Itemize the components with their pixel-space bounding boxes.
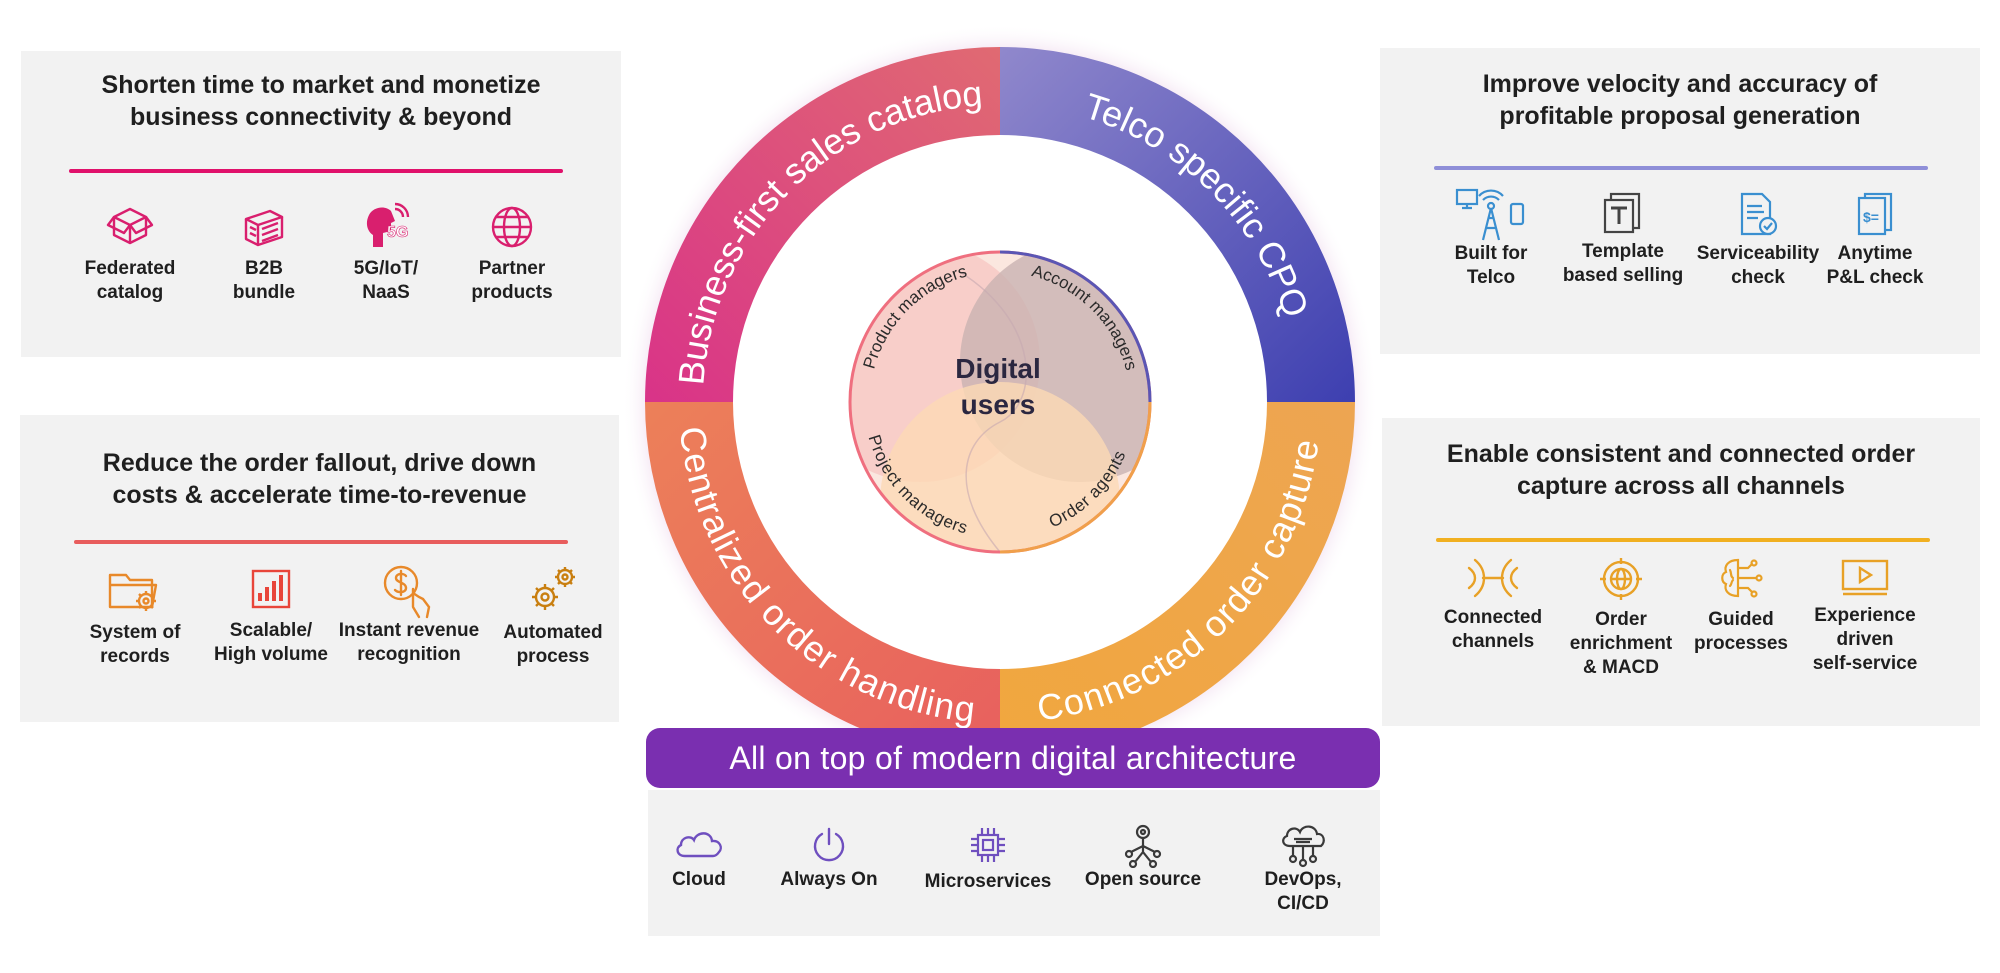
- arch-label: DevOps, CI/CD: [1264, 869, 1342, 914]
- chip-icon: [971, 828, 1005, 862]
- arch-label: Cloud: [672, 869, 726, 890]
- feature-label: Instant revenue recognition: [338, 620, 480, 665]
- arch-label: Always On: [780, 869, 878, 890]
- feature-label: Template based selling: [1562, 241, 1684, 286]
- feature-label: Experience driven self-service: [1812, 605, 1918, 674]
- feature-label: Built for Telco: [1454, 243, 1528, 288]
- panel-title: Improve velocity and accuracy of profita…: [1482, 70, 1878, 130]
- feature-label: Anytime P&L check: [1826, 243, 1924, 288]
- arch-label: Microservices: [924, 871, 1052, 892]
- architecture-panel: Cloud Always On Microservices Open sourc…: [648, 790, 1380, 936]
- telecom-tower-icon: [1455, 188, 1525, 241]
- cloud-icon: [676, 832, 722, 858]
- feature-label: Connected channels: [1443, 607, 1543, 652]
- dollar-hand-icon: [383, 565, 431, 619]
- feature-order-enrichment: Order enrichment & MACD: [1546, 556, 1696, 680]
- feature-b2b-bundle: B2B bundle: [189, 203, 339, 305]
- feature-label: B2B bundle: [232, 258, 296, 303]
- target-globe-icon: [1600, 558, 1642, 600]
- panel-title: Shorten time to market and monetize busi…: [101, 71, 541, 131]
- architecture-banner: All on top of modern digital architectur…: [646, 728, 1380, 788]
- feature-label: Scalable/ High volume: [213, 620, 328, 665]
- video-screen-icon: [1841, 559, 1889, 596]
- feature-5g-iot-naas: 5G 5G/IoT/ NaaS: [311, 201, 461, 305]
- feature-label: System of records: [89, 622, 181, 667]
- folder-gear-icon: [108, 573, 158, 611]
- feature-label: Guided processes: [1693, 609, 1788, 654]
- panel-order-capture: Enable consistent and connected order ca…: [1382, 418, 1980, 726]
- feature-label: Automated process: [503, 622, 603, 667]
- panel-order-fallout: Reduce the order fallout, drive down cos…: [20, 415, 619, 722]
- feature-label: Serviceability check: [1696, 243, 1820, 288]
- feature-connected-channels: Connected channels: [1418, 556, 1568, 654]
- cloud-network-icon: [1282, 825, 1325, 868]
- bundle-stack-icon: [244, 209, 284, 247]
- arch-item-microservices: Microservices: [913, 824, 1063, 894]
- check-doc-icon: [1740, 192, 1778, 236]
- panel-divider: [1436, 538, 1930, 542]
- center-title-line2: users: [961, 389, 1036, 420]
- ring-segment-sales-catalog: [645, 47, 1000, 402]
- panel-divider: [69, 169, 563, 173]
- panel-proposal-generation: Improve velocity and accuracy of profita…: [1380, 48, 1980, 354]
- gears-icon: [532, 567, 575, 610]
- feature-template-selling: Template based selling: [1548, 190, 1698, 288]
- svg-text:$=: $=: [1863, 209, 1879, 225]
- panel-divider: [74, 540, 568, 544]
- arch-label: Open source: [1084, 869, 1202, 890]
- feature-federated-catalog: Federated catalog: [55, 203, 205, 305]
- globe-icon: [491, 206, 533, 248]
- arch-item-always-on: Always On: [754, 826, 904, 892]
- svg-text:5G: 5G: [387, 224, 408, 241]
- feature-built-for-telco: Built for Telco: [1416, 186, 1566, 290]
- feature-guided-processes: Guided processes: [1666, 556, 1816, 656]
- feature-label: 5G/IoT/ NaaS: [353, 258, 419, 303]
- panel-time-to-market: Shorten time to market and monetize busi…: [21, 51, 621, 357]
- 5g-head-icon: 5G: [366, 202, 410, 247]
- arch-item-cloud: Cloud: [624, 826, 774, 892]
- arch-item-open-source: Open source: [1068, 822, 1218, 892]
- arch-item-devops: DevOps, CI/CD: [1228, 822, 1378, 916]
- ring-segment-telco-cpq: [1000, 47, 1355, 402]
- feature-label: Partner products: [471, 258, 553, 303]
- connected-rings-icon: [1467, 558, 1519, 598]
- brain-circuit-icon: [1721, 558, 1763, 598]
- ring-segment-order-handling: [645, 402, 1000, 757]
- feature-serviceability-check: Serviceability check: [1683, 192, 1833, 290]
- center-title-line1: Digital: [955, 353, 1041, 384]
- template-doc-icon: [1603, 192, 1641, 234]
- feature-label: Federated catalog: [84, 258, 176, 303]
- ring-segment-order-capture: [1000, 402, 1355, 757]
- power-icon: [813, 827, 845, 862]
- feature-label: Order enrichment & MACD: [1569, 609, 1673, 678]
- package-box-icon: [106, 207, 154, 245]
- feature-instant-revenue: Instant revenue recognition: [334, 563, 484, 667]
- feature-partner-products: Partner products: [437, 203, 587, 305]
- digital-users-circle: [850, 252, 1150, 552]
- bar-chart-icon: [251, 569, 291, 609]
- panel-divider: [1434, 166, 1928, 170]
- feature-scalable-high-volume: Scalable/ High volume: [196, 565, 346, 667]
- network-node-icon: [1124, 824, 1162, 868]
- invoice-doc-icon: $=: [1857, 192, 1893, 236]
- central-ring-diagram: Business-first sales catalog Telco speci…: [622, 24, 1378, 780]
- feature-experience-self-service: Experience driven self-service: [1790, 558, 1940, 676]
- panel-title: Enable consistent and connected order ca…: [1446, 440, 1916, 500]
- feature-pl-check: $= Anytime P&L check: [1800, 192, 1950, 290]
- feature-system-of-records: System of records: [60, 565, 210, 669]
- panel-title: Reduce the order fallout, drive down cos…: [102, 449, 537, 509]
- feature-automated-process: Automated process: [478, 563, 628, 669]
